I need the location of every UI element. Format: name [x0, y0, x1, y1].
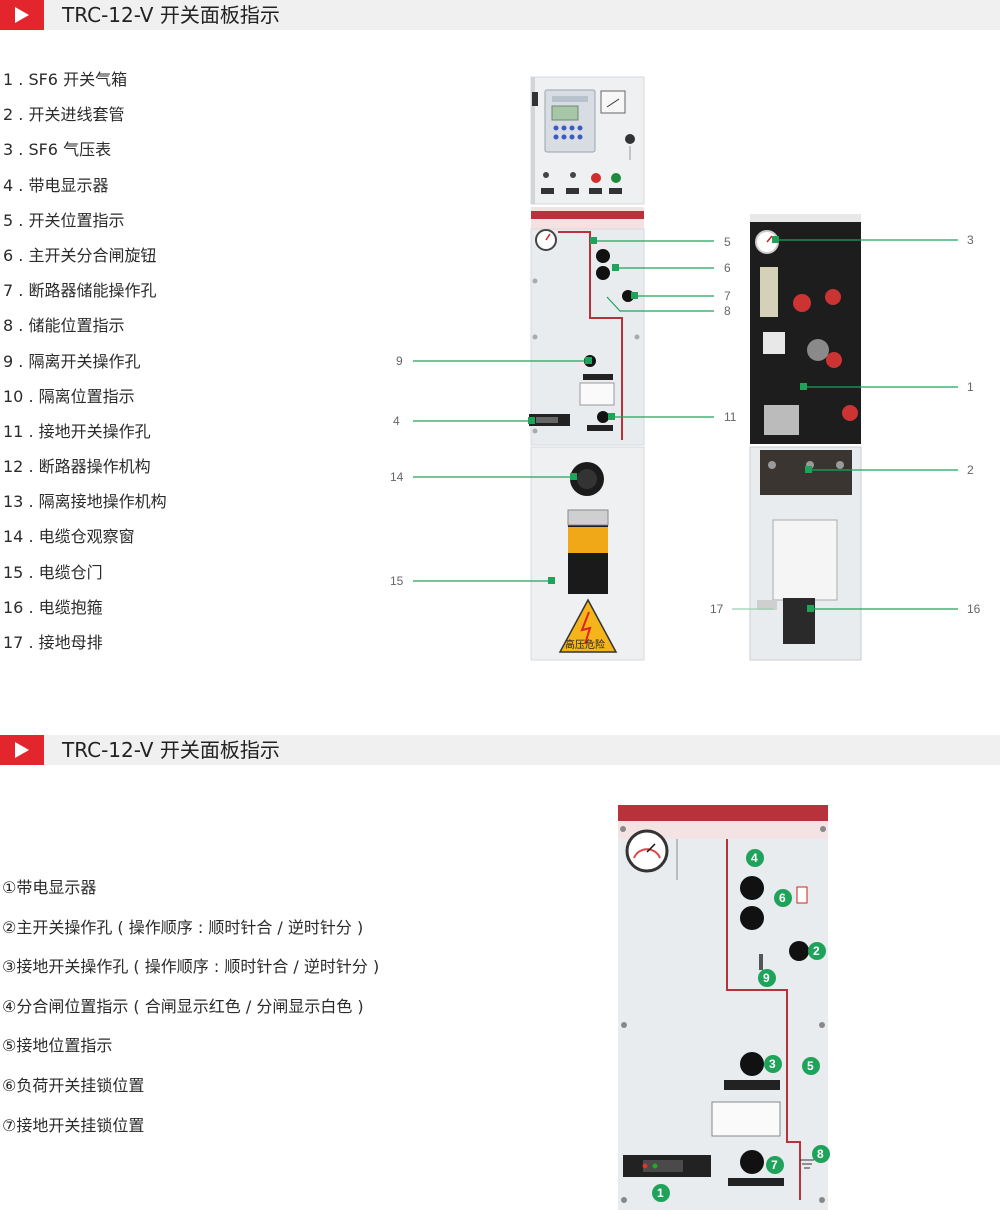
list-item: ①带电显示器 [2, 878, 97, 897]
badge-number: 9 [763, 971, 770, 985]
list-item: 10 . 隔离位置指示 [3, 386, 135, 406]
list-item: 9 . 隔离开关操作孔 [3, 351, 141, 371]
badge-number: 6 [779, 891, 786, 905]
callout-label: 8 [724, 304, 731, 318]
list-item: ④分合闸位置指示 ( 合闸显示红色 / 分闸显示白色 ) [2, 996, 364, 1016]
section-1-header: TRC-12-V 开关面板指示 [0, 0, 1000, 30]
component-list: 1 . SF6 开关气箱 2 . 开关进线套管 3 . SF6 气压表 4 . … [0, 62, 167, 660]
callout-label: 2 [967, 463, 974, 477]
badge-number: 4 [751, 851, 758, 865]
callout-label: 17 [710, 602, 724, 616]
list-item: ⑤接地位置指示 [2, 1036, 113, 1056]
badge-number: 3 [769, 1057, 776, 1071]
list-item: 2 . 开关进线套管 [3, 105, 125, 125]
callouts-right: 3 1 2 17 16 [710, 233, 981, 616]
callouts-left: 9 4 14 15 [390, 354, 592, 588]
badge [652, 1184, 670, 1202]
panel-detail [618, 805, 828, 1210]
badge-number: 2 [813, 944, 820, 958]
badge [764, 1055, 782, 1073]
list-item: 3 . SF6 气压表 [3, 140, 112, 160]
badge [746, 849, 764, 867]
badge [808, 942, 826, 960]
indicator-list: ①带电显示器 ②主开关操作孔 ( 操作顺序 : 顺时针合 / 逆时针分 ) ③接… [2, 868, 379, 1145]
badge [802, 1057, 820, 1075]
badge [774, 889, 792, 907]
callout-label: 16 [967, 602, 981, 616]
warning-sign-text: 高压危险 [565, 638, 605, 651]
list-item: ③接地开关操作孔 ( 操作顺序 : 顺时针合 / 逆时针分 ) [2, 957, 380, 977]
list-item: 12 . 断路器操作机构 [3, 457, 151, 477]
callout-label: 4 [393, 414, 400, 428]
badge-number: 7 [771, 1158, 778, 1172]
callout-label: 11 [724, 410, 737, 424]
list-item: 17 . 接地母排 [3, 633, 103, 652]
list-item: 11 . 接地开关操作孔 [3, 421, 151, 441]
callout-label: 3 [967, 233, 974, 247]
list-item: 4 . 带电显示器 [3, 175, 109, 195]
badge [766, 1156, 784, 1174]
badge-number: 5 [807, 1059, 814, 1073]
list-item: 6 . 主开关分合闸旋钮 [3, 245, 157, 265]
list-item: 14 . 电缆仓观察窗 [3, 527, 135, 547]
number-badges: 4 6 2 9 3 5 8 7 1 [652, 849, 830, 1202]
section-2-title: TRC-12-V 开关面板指示 [62, 738, 280, 762]
list-item: 13 . 隔离接地操作机构 [3, 492, 167, 512]
front-panel-figure: 高压危险 9 4 14 15 [390, 76, 981, 661]
front-cabinet: 高压危险 [529, 76, 645, 661]
callout-label: 7 [724, 289, 731, 303]
play-icon [0, 735, 44, 765]
callout-label: 5 [724, 235, 731, 249]
badge-number: 1 [657, 1186, 664, 1200]
list-item: 7 . 断路器储能操作孔 [3, 281, 157, 301]
interior-cabinet [749, 214, 862, 661]
section-2-header: TRC-12-V 开关面板指示 [0, 735, 1000, 765]
list-item: 1 . SF6 开关气箱 [3, 70, 128, 89]
section-1-title: TRC-12-V 开关面板指示 [62, 3, 280, 27]
list-item: ⑦接地开关挂锁位置 [2, 1115, 145, 1135]
badge-number: 8 [817, 1147, 824, 1161]
list-item: ⑥负荷开关挂锁位置 [2, 1075, 145, 1095]
callouts-middle: 5 6 7 8 11 [590, 235, 737, 424]
callout-label: 6 [724, 261, 731, 275]
callout-label: 9 [396, 354, 403, 368]
badge [812, 1145, 830, 1163]
callout-label: 15 [390, 574, 404, 588]
list-item: ②主开关操作孔 ( 操作顺序 : 顺时针合 / 逆时针分 ) [2, 917, 364, 937]
play-icon [0, 0, 44, 30]
badge [758, 969, 776, 987]
list-item: 5 . 开关位置指示 [3, 210, 125, 230]
list-item: 15 . 电缆仓门 [3, 562, 103, 582]
list-item: 8 . 储能位置指示 [3, 316, 125, 336]
callout-label: 14 [390, 470, 404, 484]
callout-label: 1 [967, 380, 974, 394]
list-item: 16 . 电缆抱箍 [3, 597, 103, 617]
